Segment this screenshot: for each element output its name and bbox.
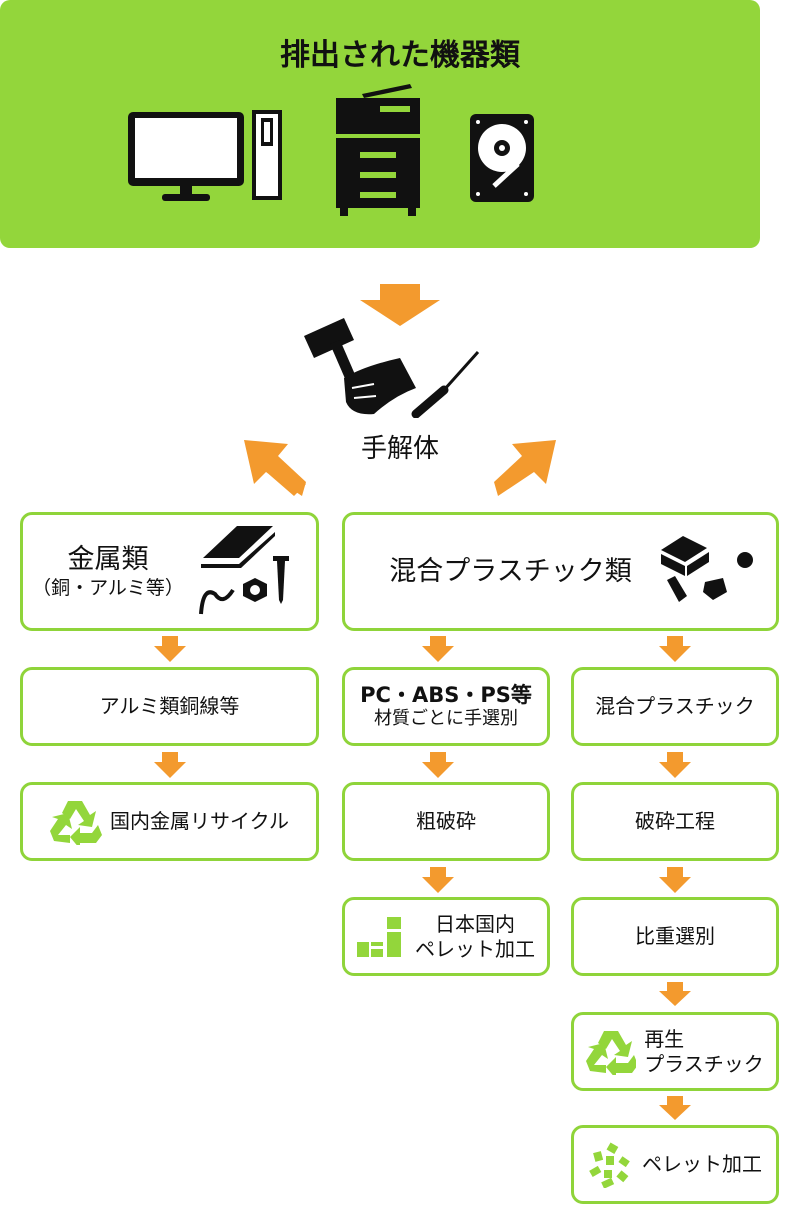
hand-sort-box: PC・ABS・PS等 材質ごとに手選別 <box>342 667 550 746</box>
arrow-down-icon <box>422 752 454 778</box>
metal-subtitle: （銅・アルミ等） <box>32 576 184 599</box>
metal-title: 金属類 <box>67 543 149 575</box>
aluminum-copper-box: アルミ類銅線等 <box>20 667 319 746</box>
domestic-pellet-box: 日本国内ペレット加工 <box>342 897 550 976</box>
discarded-equipment-panel: 排出された機器類 <box>0 0 760 248</box>
recycled-line1: 再生 <box>644 1026 685 1051</box>
arrow-down-icon <box>154 636 186 662</box>
dismantle-label: 手解体 <box>360 434 439 464</box>
arrow-down-icon <box>659 1096 691 1120</box>
pellets-icon <box>589 1142 630 1188</box>
metal-box: 金属類 （銅・アルミ等） <box>20 512 319 631</box>
hard-disk-icon <box>470 114 534 202</box>
metal-parts-icon <box>199 525 289 614</box>
gravity-separation-box: 比重選別 <box>571 897 779 976</box>
arrow-down-icon <box>422 867 454 893</box>
sort-line2: 材質ごとに手選別 <box>374 708 518 730</box>
hammer-hand-screwdriver-icon <box>304 318 480 418</box>
recycled-line2: プラスチック <box>644 1051 764 1076</box>
sort-line1: PC・ABS・PS等 <box>360 683 532 708</box>
domestic-metal-recycle-box: 国内金属リサイクル <box>20 782 319 861</box>
plastic-title: 混合プラスチック類 <box>389 555 632 587</box>
mixed-plastic-label: 混合プラスチック <box>595 694 755 718</box>
mixed-plastic-step-box: 混合プラスチック <box>571 667 779 746</box>
pellet-process-label: ペレット加工 <box>642 1152 762 1176</box>
arrow-down-icon <box>659 982 691 1006</box>
monitor-icon <box>128 112 244 201</box>
recycled-plastic-box: 再生プラスチック <box>571 1012 779 1091</box>
arrow-down-icon <box>360 284 440 326</box>
aluminum-copper-label: アルミ類銅線等 <box>99 694 240 718</box>
pellet-blocks-icon <box>357 916 401 957</box>
panel-title: 排出された機器類 <box>280 38 520 73</box>
gravity-separation-label: 比重選別 <box>635 924 715 948</box>
pellet-line2: ペレット加工 <box>415 936 535 961</box>
plastic-pieces-icon <box>660 535 753 602</box>
arrow-down-icon <box>659 867 691 893</box>
recycle-icon <box>586 1030 637 1075</box>
arrow-down-left-icon <box>244 440 306 496</box>
coarse-crush-box: 粗破砕 <box>342 782 550 861</box>
arrow-down-icon <box>422 636 454 662</box>
crush-process-label: 破砕工程 <box>635 809 715 833</box>
arrow-down-icon <box>659 636 691 662</box>
recycle-icon <box>50 800 102 845</box>
coarse-crush-label: 粗破砕 <box>416 809 476 833</box>
pellet-process-box: ペレット加工 <box>571 1125 779 1204</box>
arrow-down-icon <box>154 752 186 778</box>
arrow-down-right-icon <box>494 440 556 496</box>
domestic-metal-label: 国内金属リサイクル <box>110 809 289 833</box>
arrow-down-icon <box>659 752 691 778</box>
crush-process-box: 破砕工程 <box>571 782 779 861</box>
copier-icon <box>336 84 420 216</box>
mixed-plastic-box: 混合プラスチック類 <box>342 512 779 631</box>
pellet-line1: 日本国内 <box>435 911 515 936</box>
pc-tower-icon <box>252 110 282 200</box>
